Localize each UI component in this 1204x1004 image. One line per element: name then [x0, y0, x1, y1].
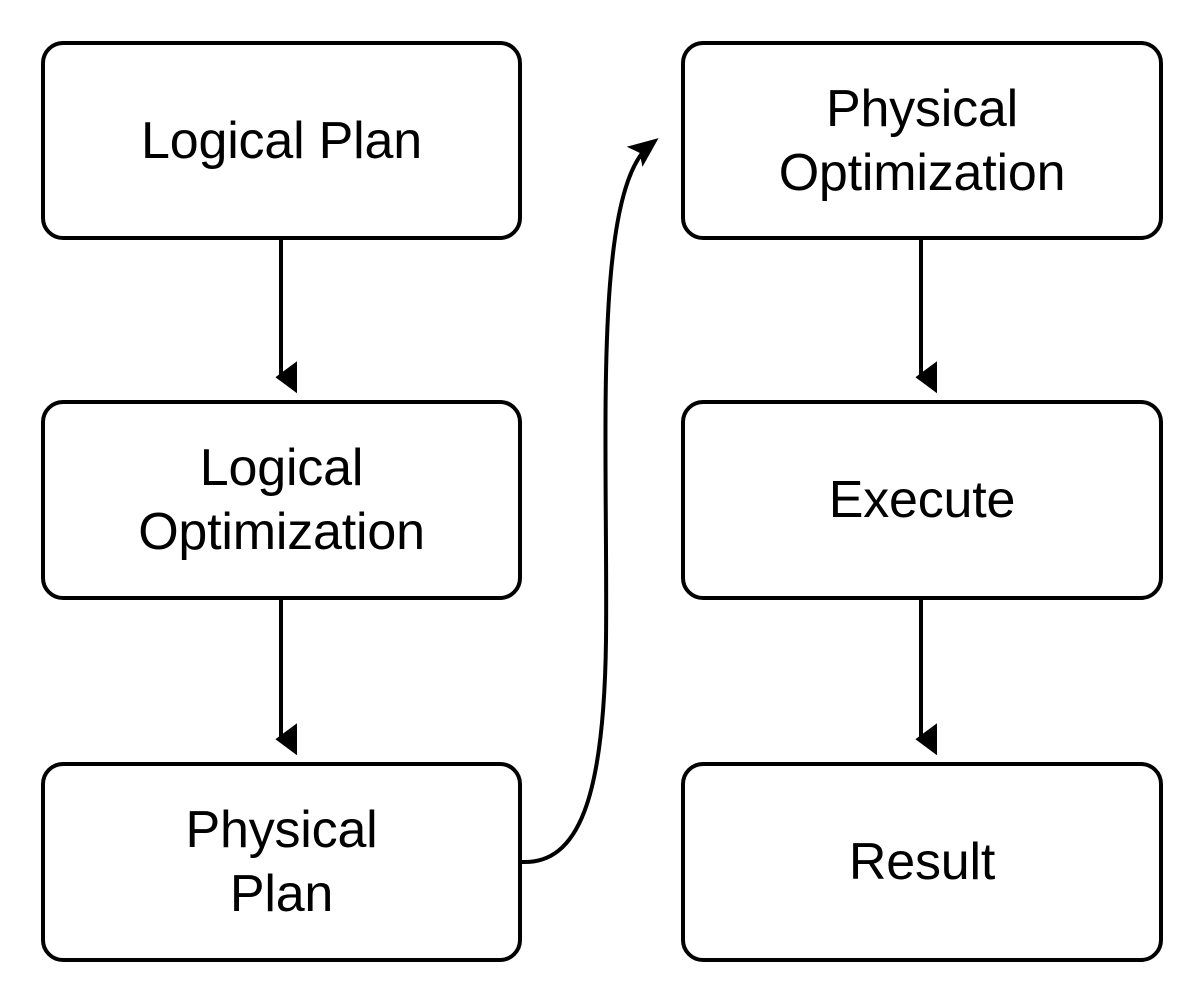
- node-logical-optimization-label: Logical Optimization: [138, 439, 425, 561]
- node-physical-optimization[interactable]: Physical Optimization: [681, 41, 1163, 240]
- node-result[interactable]: Result: [681, 762, 1163, 962]
- node-logical-plan-label: Logical Plan: [141, 111, 422, 170]
- node-physical-plan-label: Physical Plan: [185, 801, 378, 923]
- node-execute[interactable]: Execute: [681, 400, 1163, 600]
- node-physical-plan[interactable]: Physical Plan: [41, 762, 522, 962]
- node-logical-optimization[interactable]: Logical Optimization: [41, 400, 522, 600]
- node-logical-plan[interactable]: Logical Plan: [41, 41, 522, 240]
- node-physical-optimization-label: Physical Optimization: [778, 79, 1066, 202]
- node-execute-label: Execute: [828, 471, 1016, 529]
- edge-physical-plan-to-physical-optimization: [520, 138, 659, 865]
- node-result-label: Result: [848, 833, 996, 891]
